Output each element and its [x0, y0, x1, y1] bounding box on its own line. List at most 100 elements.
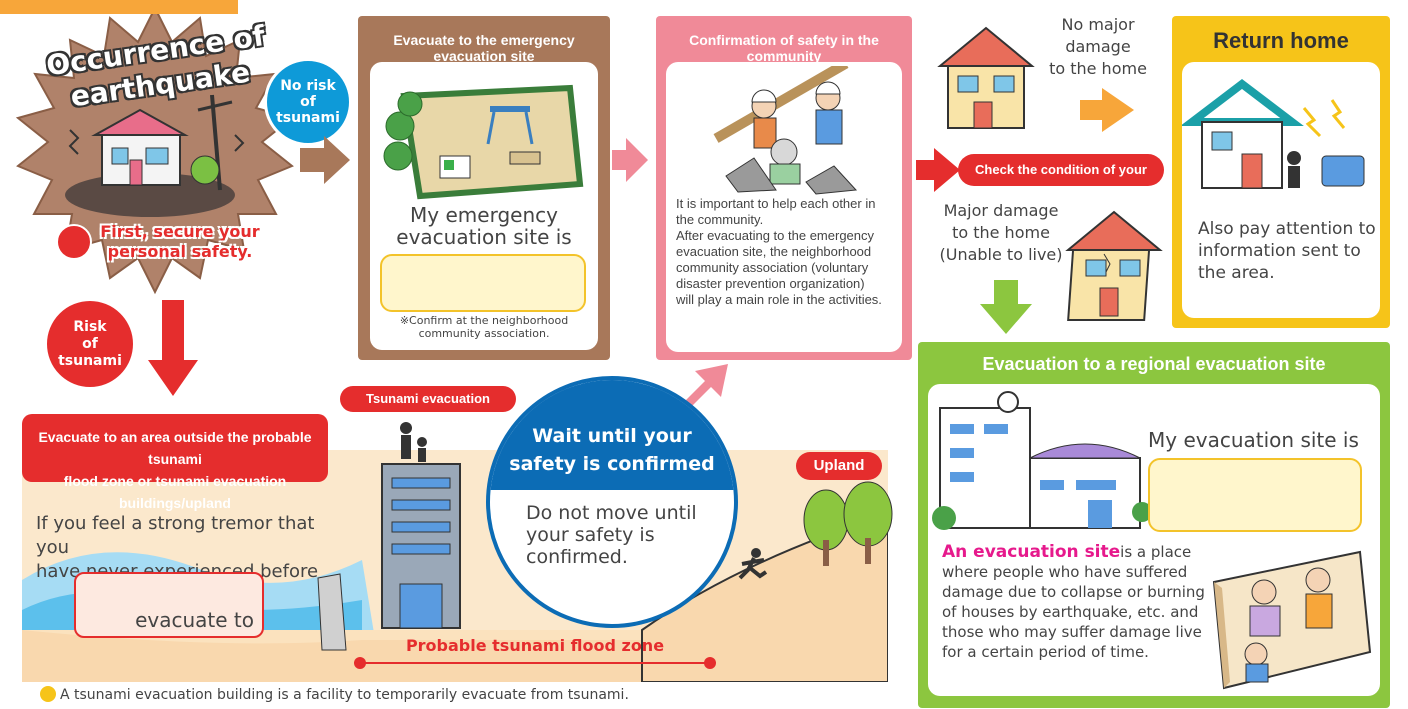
wait-top	[490, 380, 734, 490]
no-damage-line1: No major damage	[1061, 15, 1135, 56]
upland-label: Upland	[796, 452, 882, 480]
arrow-to-return-home	[1080, 88, 1134, 132]
return-line1: Also pay attention to	[1198, 219, 1376, 239]
major-line1: Major damage	[943, 201, 1059, 220]
donot-line1: Do not move until	[526, 502, 697, 524]
earthquake-starburst	[0, 0, 295, 295]
community-line-3: After evacuating to the emergency	[676, 228, 875, 243]
arrow-down-risk	[148, 300, 198, 396]
return-home-text: Also pay attention to information sent t…	[1198, 218, 1378, 284]
regional-site-label: My evacuation site is	[1148, 428, 1359, 452]
wait-line2: safety is confirmed	[509, 453, 715, 475]
footnote-text: A tsunami evacuation building is a facil…	[60, 687, 629, 703]
evacuate-to-input[interactable]: evacuate to	[74, 572, 264, 638]
return-home-panel: Return home Also pay attention to inform…	[1172, 16, 1390, 328]
community-header: Confirmation of safety in the community	[689, 32, 879, 64]
community-panel: Confirmation of safety in the community …	[656, 16, 912, 360]
note-line2: community association.	[418, 327, 550, 340]
wait-title: Wait until your safety is confirmed	[490, 422, 734, 478]
community-line-7: will play a main role in the activities.	[676, 292, 882, 307]
damaged-house-illustration	[1065, 210, 1163, 321]
emergency-site-card: My emergency evacuation site is ※Confirm…	[370, 62, 598, 350]
return-home-card: Also pay attention to information sent t…	[1182, 62, 1380, 318]
definition-first-line: An evacuation siteis a place	[942, 542, 1212, 562]
regional-card: My evacuation site is An evacuation site…	[928, 384, 1380, 696]
risk-line3: tsunami	[58, 352, 122, 369]
note-pencil-icon	[40, 686, 56, 702]
note-line1: ※Confirm at the neighborhood	[399, 314, 569, 327]
definition-term: An evacuation site	[942, 542, 1121, 562]
community-card: It is important to help each other in th…	[666, 62, 902, 352]
major-line3: (Unable to live)	[939, 245, 1063, 264]
flood-zone-left-dot	[354, 657, 366, 669]
secure-safety-text: First, secure your personal safety.	[90, 222, 270, 262]
wait-circle: Wait until your safety is confirmed Do n…	[486, 376, 738, 628]
emergency-site-text: My emergency evacuation site is	[370, 204, 598, 248]
no-risk-line2: of	[300, 94, 316, 110]
community-line-2: the community.	[676, 212, 764, 227]
definition-line-3: of houses by earthquake, etc. and	[942, 603, 1199, 621]
undamaged-house-illustration	[937, 26, 1035, 129]
regional-header: Evacuation to a regional evacuation site	[982, 354, 1326, 374]
regional-panel: Evacuation to a regional evacuation site…	[918, 342, 1390, 708]
emergency-site-note: ※Confirm at the neighborhood community a…	[370, 314, 598, 340]
arrow-down-regional	[980, 280, 1032, 334]
evac-banner-line1: Evacuate to an area outside the probable…	[38, 429, 312, 467]
emergency-site-input[interactable]	[380, 254, 586, 312]
community-line-1: It is important to help each other in	[676, 196, 876, 211]
flood-zone-label: Probable tsunami flood zone	[405, 636, 665, 655]
risk-line2: of	[82, 335, 98, 352]
risk-line1: Risk	[73, 318, 107, 335]
emergency-text-line1: My emergency	[410, 203, 558, 227]
footnote: A tsunami evacuation building is a facil…	[40, 684, 900, 706]
upland-trees-illustration	[803, 481, 893, 566]
rescue-illustration	[713, 66, 858, 195]
tsunami-building-illustration	[381, 422, 461, 629]
return-home-header: Return home	[1213, 28, 1349, 53]
community-line-5: community association (voluntary	[676, 260, 869, 275]
earthquake-panel: Occurrence of earthquake First, secure y…	[0, 0, 310, 300]
emergency-site-header: Evacuate to the emergency evacuation sit…	[393, 32, 575, 64]
regional-definition: An evacuation siteis a place where peopl…	[942, 542, 1212, 662]
wait-line1: Wait until your	[532, 425, 692, 447]
tremor-line1: If you feel a strong tremor that you	[36, 513, 315, 558]
risk-badge: Risk of tsunami	[44, 298, 136, 390]
donot-text: Do not move until your safety is confirm…	[526, 502, 716, 568]
return-line2: information sent to	[1198, 241, 1361, 261]
return-home-illustration	[1182, 78, 1365, 189]
major-line2: to the home	[952, 223, 1050, 242]
shelter-room-illustration	[1212, 550, 1372, 690]
check-home-label: Check the condition of your home	[958, 154, 1164, 209]
no-risk-line3: tsunami	[276, 110, 340, 126]
definition-line-5: for a certain period of time.	[942, 643, 1149, 661]
no-risk-badge: No risk of tsunami	[264, 58, 352, 146]
pencil-icon	[56, 224, 92, 260]
arrow-to-check-home	[916, 148, 960, 192]
donot-line2: your safety is	[526, 524, 655, 546]
return-line3: the area.	[1198, 263, 1275, 283]
arrow-to-community	[612, 138, 648, 182]
tsunami-building-label: Tsunami evacuation building	[340, 386, 516, 432]
emergency-text-line2: evacuation site is	[396, 225, 572, 249]
park-illustration	[383, 84, 584, 200]
no-damage-line2: to the home	[1049, 59, 1147, 78]
emergency-site-panel: Evacuate to the emergency evacuation sit…	[358, 16, 610, 360]
community-line-6: disaster prevention organization)	[676, 276, 865, 291]
regional-site-input[interactable]	[1148, 458, 1362, 532]
evacuate-to-label: evacuate to	[135, 608, 254, 632]
no-damage-text: No major damage to the home	[1028, 14, 1168, 80]
definition-line-2: damage due to collapse or burning	[942, 583, 1205, 601]
community-text: It is important to help each other in th…	[676, 196, 900, 308]
community-line-4: evacuation site, the neighborhood	[676, 244, 872, 259]
flood-zone-right-dot	[704, 657, 716, 669]
no-risk-line1: No risk	[280, 78, 336, 94]
flood-zone-line	[360, 662, 710, 664]
secure-line2: personal safety.	[107, 242, 253, 261]
definition-rest: is a place	[1120, 543, 1192, 561]
evac-banner-line2: flood zone or tsunami evacuation buildin…	[63, 473, 287, 511]
evacuation-building-illustration	[932, 391, 1152, 530]
secure-line1: First, secure your	[100, 222, 260, 241]
evacuate-tsunami-banner: Evacuate to an area outside the probable…	[22, 414, 328, 511]
definition-line-1: where people who have suffered	[942, 563, 1188, 581]
major-damage-text: Major damage to the home (Unable to live…	[936, 200, 1066, 266]
